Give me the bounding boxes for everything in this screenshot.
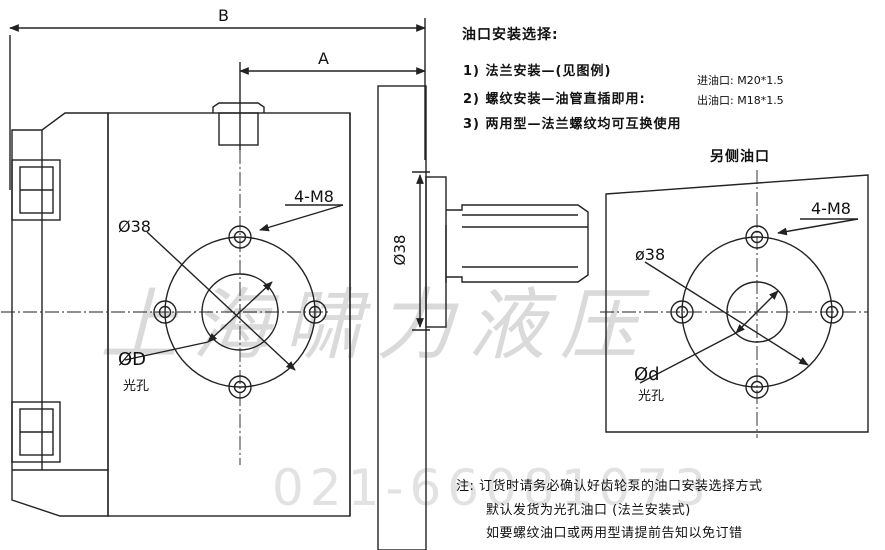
side-port-view (605, 174, 869, 433)
label-pcd-main: Ø38 (118, 217, 151, 236)
watermark-phone: 021-66081073 (272, 459, 712, 517)
option-flange: 1) 法兰安装—(见图例) (463, 64, 612, 79)
label-bolt-main: 4-M8 (294, 187, 334, 206)
watermark-company: 上海啸力液压 (100, 281, 652, 371)
outlet-thread-spec: 出油口: M18*1.5 (697, 94, 784, 107)
body-bolts (11, 159, 61, 463)
bolt-hole (745, 225, 769, 249)
bolt-hole (228, 375, 252, 399)
side-view-title: 另侧油口 (710, 149, 770, 165)
bolt-hole (670, 300, 694, 324)
label-bore-side-note: 光孔 (638, 389, 664, 404)
label-pcd-side: ø38 (635, 245, 665, 264)
watermark: 上海啸力液压 021-66081073 (100, 281, 712, 517)
bolt-hole (228, 225, 252, 249)
main-port-flange (124, 204, 344, 399)
drive-shaft (412, 171, 589, 331)
pump-body (11, 85, 427, 550)
option-thread: 2) 螺纹安装—油管直插即用: (463, 92, 646, 107)
note-line-1: 注: 订货时请务必确认好齿轮泵的油口安装选择方式 (456, 479, 763, 494)
note-line-2: 默认发货为光孔油口 (法兰安装式) (486, 503, 691, 518)
dimension-labels: B A 4-M8 Ø38 Ø38 ØD 光孔 4-M8 ø38 Ød 光孔 (118, 6, 851, 404)
bolt-hole (303, 300, 327, 324)
inlet-thread-spec: 进油口: M20*1.5 (697, 74, 784, 87)
label-shaft-dia: Ø38 (391, 235, 409, 266)
dimension-b (9, 18, 426, 190)
label-a: A (318, 49, 329, 68)
note-line-3: 如要螺纹油口或两用型请提前告知以免订错 (486, 526, 743, 541)
label-bolt-side: 4-M8 (811, 199, 851, 218)
option-dual: 3) 两用型—法兰螺纹均可互换使用 (463, 117, 682, 132)
label-bore-side: Ød (634, 364, 660, 385)
label-bore-main: ØD (118, 349, 146, 370)
label-bore-main-note: 光孔 (123, 379, 149, 394)
bolt-hole (820, 300, 844, 324)
bolt-hole (745, 375, 769, 399)
dimension-a (239, 62, 426, 150)
options-heading: 油口安装选择: (462, 27, 559, 43)
bolt-hole (153, 300, 177, 324)
label-b: B (218, 6, 229, 25)
